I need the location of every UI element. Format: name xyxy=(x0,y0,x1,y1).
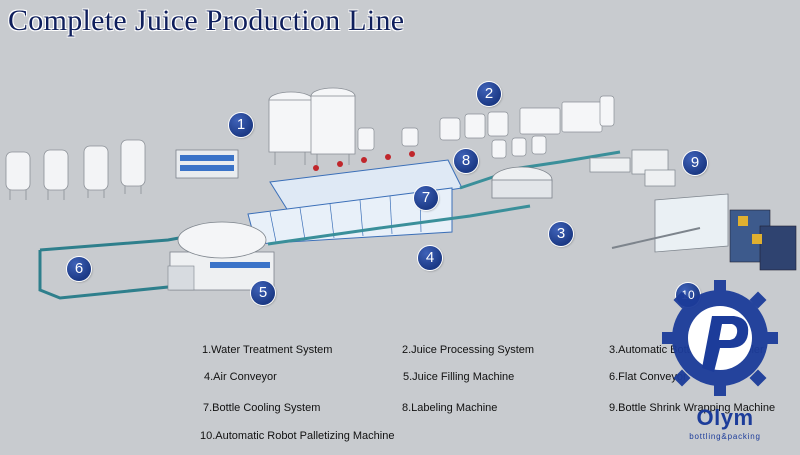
juice-processing-tanks xyxy=(357,95,615,159)
air-conveyor xyxy=(267,150,621,246)
step-badge-3: 3 xyxy=(549,222,573,246)
olym-gear-logo xyxy=(662,280,778,396)
step-badge-7: 7 xyxy=(414,186,438,210)
legend-item: 4.Air Conveyor xyxy=(204,371,277,383)
palletizer xyxy=(611,193,797,271)
step-badge-5: 5 xyxy=(251,281,275,305)
ro-unit xyxy=(175,149,239,179)
step-badge-6: 6 xyxy=(67,257,91,281)
step-badge-2: 2 xyxy=(477,82,501,106)
brand-name: Olym xyxy=(696,405,754,430)
large-storage-tanks xyxy=(268,87,356,165)
legend-item: 7.Bottle Cooling System xyxy=(203,402,321,414)
cooling-tunnel xyxy=(247,151,463,245)
labeling-line xyxy=(589,149,676,187)
flat-conveyor xyxy=(38,234,191,300)
legend-item: 10.Automatic Robot Palletizing Machine xyxy=(200,430,395,442)
water-treatment-tanks xyxy=(5,139,146,200)
page-title: Complete Juice Production Line xyxy=(8,4,405,37)
legend-item: 6.Flat Conveyor xyxy=(609,371,687,383)
step-badge-4: 4 xyxy=(418,246,442,270)
filling-machine xyxy=(167,221,275,291)
step-badge-9: 9 xyxy=(683,151,707,175)
step-badge-1: 1 xyxy=(229,113,253,137)
brand-tagline: bottling&packing xyxy=(689,432,761,441)
legend-item: 1.Water Treatment System xyxy=(202,344,333,356)
legend-item: 2.Juice Processing System xyxy=(402,344,535,356)
legend-item: 5.Juice Filling Machine xyxy=(403,371,515,383)
step-badge-8: 8 xyxy=(454,149,478,173)
legend-item: 9.Bottle Shrink Wrapping Machine xyxy=(609,402,776,414)
rotary-unscrambler xyxy=(491,166,553,199)
legend-item: 8.Labeling Machine xyxy=(402,402,498,414)
